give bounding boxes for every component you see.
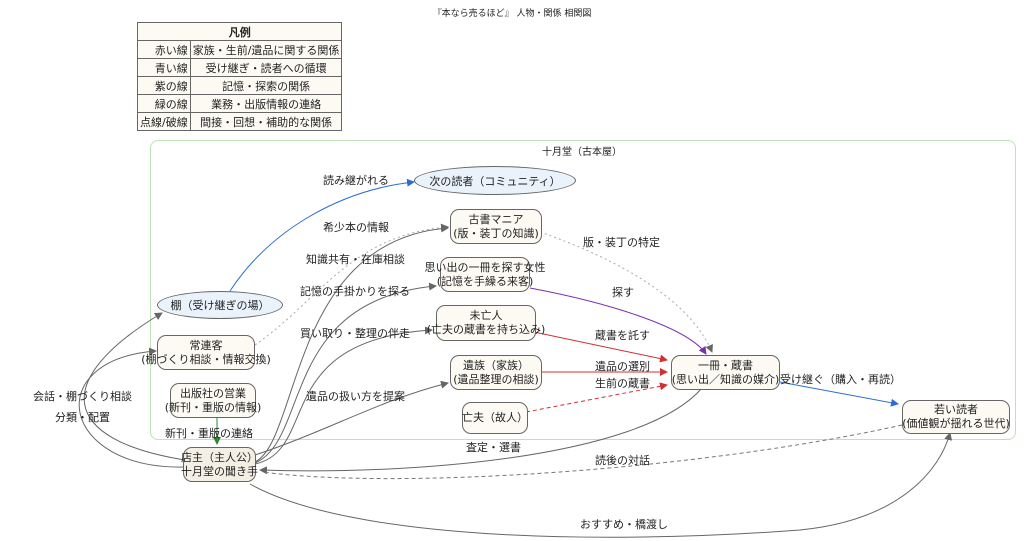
node-book[interactable]: 一冊・蔵書(思い出／知識の媒介) [671,355,780,390]
edge-label: 受け継ぐ（購入・再読） [780,373,901,386]
edge-label: 買い取り・整理の伴走 [300,327,410,340]
edge-widow-book [533,331,668,363]
edge-label: 査定・選書 [466,441,521,454]
edge-label: 蔵書を託す [595,329,650,342]
edge-label: 遺品の選別 [595,360,650,373]
edge-label: 探す [612,286,634,299]
node-shelf[interactable]: 棚（受け継ぎの場） [157,291,283,319]
cluster-jugatsudo [150,140,1016,440]
node-subtitle: (版・装丁の知識) [453,226,539,240]
node-subtitle: 十月堂の聞き手 [181,464,258,478]
cluster-label: 十月堂（古本屋） [542,147,622,158]
edge-book-owner [259,387,703,475]
legend-table: 凡例 赤い線家族・生前/遺品に関する関係 青い線受け継ぎ・読者への循環 紫の線記… [136,22,343,131]
edge-owner-family [254,380,449,456]
edge-book-young [779,381,899,407]
edge-label: 希少本の情報 [323,221,389,234]
edge-label: 読後の対話 [595,454,650,467]
edge-woman-book [529,287,707,355]
edge-collector-book [539,231,713,353]
node-next-reader[interactable]: 次の読者（コミュニティ） [414,166,576,195]
node-subtitle: (思い出／知識の媒介) [671,372,780,386]
node-widow[interactable]: 未亡人(亡夫の蔵書を持ち込み) [427,305,545,341]
edge-owner-young [249,432,953,538]
node-young-reader[interactable]: 若い読者(価値観が揺れる世代) [902,400,1010,434]
edge-label: 読み継がれる [323,174,389,187]
node-title: 遺族（家族） [463,358,529,372]
node-title: 店主（主人公） [181,450,258,464]
edge-owner-widow [254,326,433,465]
node-late-husband[interactable]: 亡夫（故人） [462,402,528,434]
edge-label: 生前の蔵書 [595,377,650,390]
edge-label: 新刊・重版の連絡 [165,427,253,440]
node-regular[interactable]: 常連客(棚づくり相談・情報交換) [141,335,271,370]
legend-key: 紫の線 [137,76,191,95]
node-subtitle: (記憶を手繰る来客) [436,274,534,288]
edge-owner-regular [78,347,186,468]
edge-shelf-next-reader [229,178,415,292]
edge-label: 記憶の手掛かりを探る [300,285,410,298]
node-publisher[interactable]: 出版社の営業(新刊・重版の情報) [165,383,261,418]
edge-owner-woman [254,282,437,464]
edge-label: 知識共有・在庫相談 [306,253,405,266]
legend-row: 緑の線業務・出版情報の連絡 [137,94,343,113]
edge-label: 分類・配置 [55,411,110,424]
diagram-title: 『本なら売るほど』 人物・関係 相関図 [432,9,592,19]
node-title: 一冊・蔵書 [698,358,753,372]
node-title: 思い出の一冊を探す女性 [424,260,546,274]
node-family[interactable]: 遺族（家族）(遺品整理の相談) [450,355,542,390]
edge-owner-collector [254,224,449,463]
node-owner[interactable]: 店主（主人公）十月堂の聞き手 [181,447,258,482]
node-subtitle: (棚づくり相談・情報交換) [141,352,271,366]
node-subtitle: (遺品整理の相談) [453,372,539,386]
node-title: 出版社の営業 [180,386,246,400]
edge-owner-shelf [83,312,186,461]
legend-key: 赤い線 [137,40,191,59]
node-subtitle: (亡夫の蔵書を持ち込み) [426,323,546,336]
legend-row: 紫の線記憶・探索の関係 [137,76,343,95]
node-title: 若い読者 [934,403,978,416]
legend-row: 点線/破線間接・回想・補助的な関係 [137,112,343,131]
node-collector[interactable]: 古書マニア(版・装丁の知識) [450,209,542,244]
legend-key: 緑の線 [137,94,191,113]
legend-value: 業務・出版情報の連絡 [189,94,343,113]
node-title: 常連客 [189,338,223,352]
edge-label: 遺品の扱い方を提案 [306,390,405,403]
edge-label: おすすめ・橋渡し [580,518,668,531]
edge-husband-book [525,382,668,413]
edge-label: 版・装丁の特定 [583,236,660,249]
node-title: 未亡人 [469,309,503,322]
legend-value: 間接・回想・補助的な関係 [189,112,343,131]
node-subtitle: (新刊・重版の情報) [164,400,262,414]
node-title: 古書マニア [468,212,524,226]
edge-young-owner [261,424,903,480]
node-woman[interactable]: 思い出の一冊を探す女性(記憶を手繰る来客) [425,257,546,292]
edge-label: 会話・棚づくり相談 [33,390,132,403]
node-subtitle: (価値観が揺れる世代) [902,417,1010,430]
edge-regular-collector [254,223,449,346]
